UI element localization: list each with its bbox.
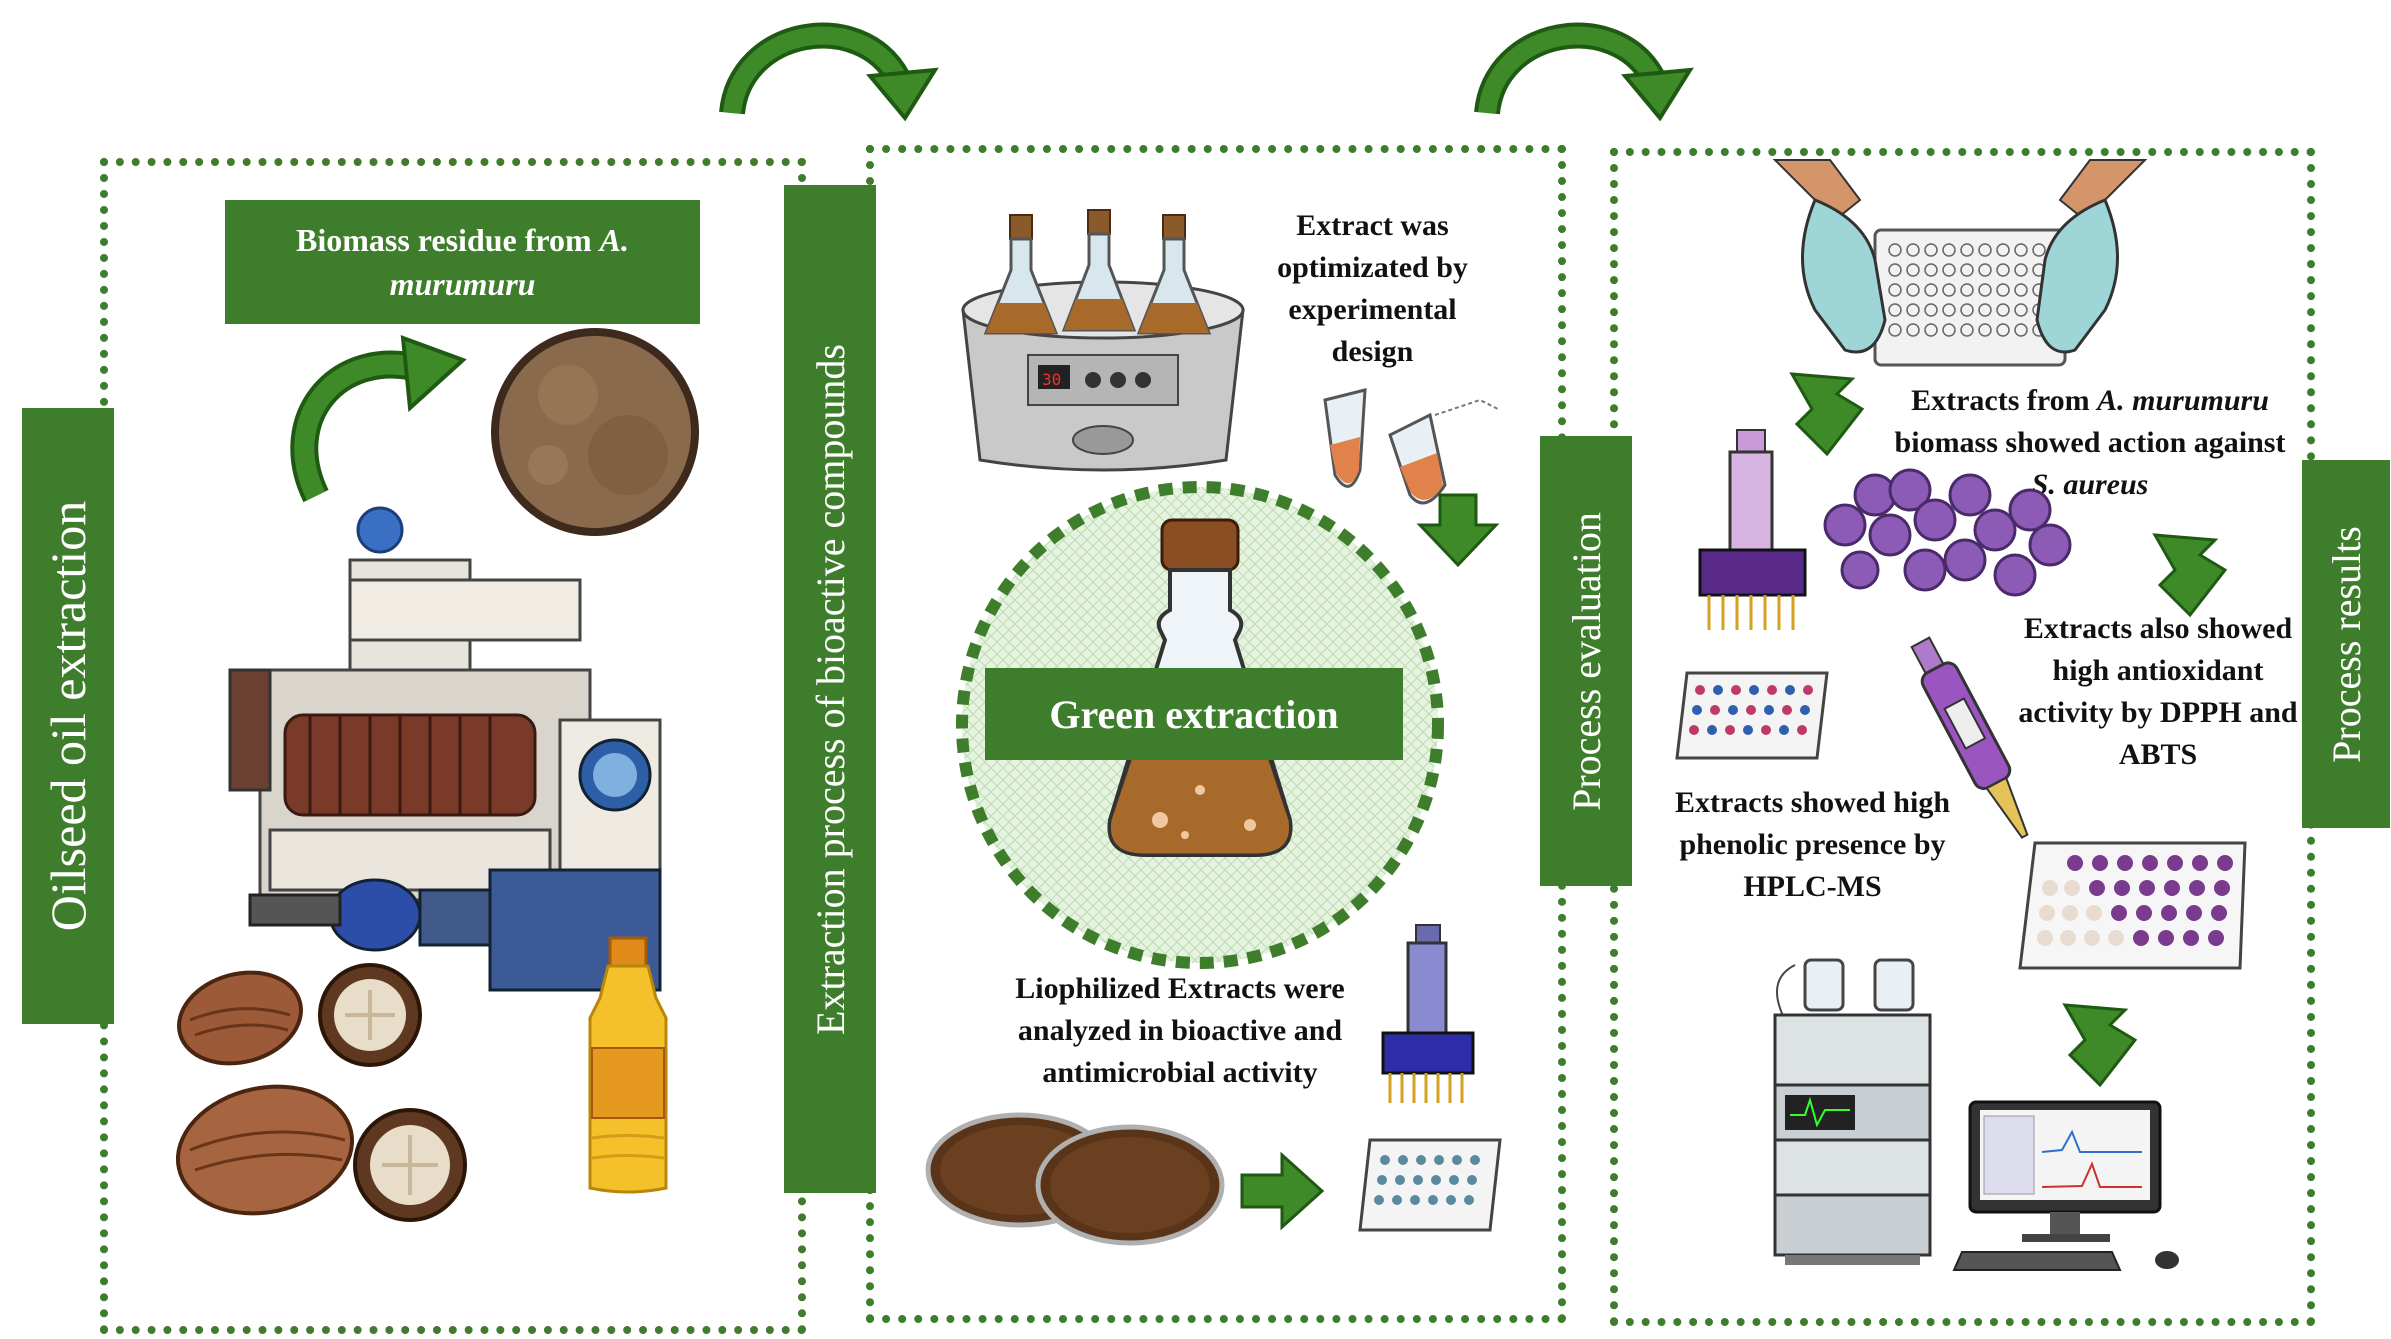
bacteria-cluster [1823,468,2072,597]
svg-text:30: 30 [1042,370,1061,389]
hplc-system [1773,958,1932,1265]
microplate [2018,841,2247,970]
gloved-hands [1772,159,2148,367]
curved-arrow-icon [1474,22,1694,122]
petri-dishes [925,1112,1225,1246]
tab-oilseed-oil-extraction: Oilseed oil extraction [22,408,114,1024]
saureus-target: S. aureus [2031,468,2149,501]
curved-arrow-icon [719,22,939,122]
saureus-text: Extracts from A. murumuru biomass showed… [1880,380,2300,506]
phenolic-text: Extracts showed high phenolic presence b… [1674,786,1951,903]
down-arrow-icon [2062,1003,2138,1088]
multichannel-pipette [1698,429,1807,630]
microplate [1358,1138,1502,1232]
antioxidant-text: Extracts also showed high antioxidant ac… [2018,612,2298,771]
header-species: A. murumuru [389,222,630,302]
water-bath-flasks: 30 [961,209,1245,472]
green-extraction-text: Green extraction [1049,691,1339,737]
green-extraction-label: Green extraction [985,668,1403,760]
computer [1952,1100,2179,1271]
single-pipette [1910,636,2029,839]
biomass-residue-header: Biomass residue from A. murumuru [225,200,700,324]
oil-bottle [588,936,668,1194]
tab-process-results: Process results [2302,460,2390,828]
multichannel-pipette [1381,924,1475,1103]
right-arrow-icon [1240,1151,1325,1231]
down-arrow-icon [2152,533,2228,618]
optimized-text: Extract was optimizated by experimental … [1277,209,1468,368]
header-prefix: Biomass residue from [295,222,600,258]
tab-extraction-process: Extraction process of bioactive compound… [784,185,876,1193]
curved-arrow-icon [290,335,467,503]
eppendorf-tubes [1323,388,1501,505]
saureus-species: A. murumuru [2097,384,2269,417]
tab-label: Extraction process of bioactive compound… [807,343,853,1035]
oil-press-machine [228,506,662,992]
microplate [1675,671,1829,760]
tab-label: Process results [2323,525,2369,763]
saureus-middle: biomass showed action against [1894,426,2286,459]
lyophilized-text: Liophilized Extracts were analyzed in bi… [1015,972,1345,1089]
down-arrow-icon [1416,493,1500,568]
tab-process-evaluation: Process evaluation [1540,436,1632,886]
murumuru-seeds [175,963,467,1222]
tab-label: Process evaluation [1563,511,1609,811]
biomass-disc [491,328,699,536]
saureus-prefix: Extracts from [1911,384,2098,417]
tab-label: Oilseed oil extraction [40,500,97,932]
down-arrow-icon [1789,372,1865,457]
